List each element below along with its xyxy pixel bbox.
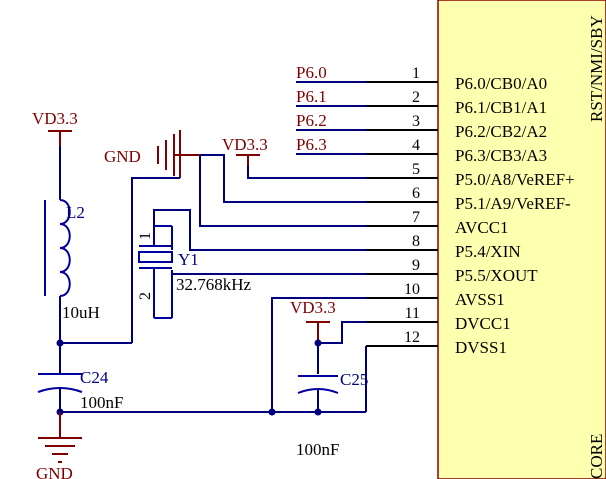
gnd-symbol-top: GND [104, 130, 200, 178]
gnd-label: GND [104, 147, 141, 166]
power-label: VD3.3 [32, 109, 78, 128]
pin-name: DVCC1 [455, 314, 511, 333]
crystal-ref: Y1 [178, 250, 199, 269]
crystal-pin1: 1 [137, 232, 154, 240]
vd33-left-power-symbol: VD3.3 [32, 109, 78, 200]
inductor-ref: L2 [66, 203, 85, 222]
pin-number: 11 [405, 305, 420, 322]
net-label: P6.2 [296, 111, 327, 130]
pin-names: P6.0/CB0/A0 P6.1/CB1/A1 P6.2/CB2/A2 P6.3… [455, 74, 575, 357]
net-label: P6.3 [296, 135, 327, 154]
crystal-pin2: 2 [137, 292, 154, 300]
pin-numbers: 1 2 3 4 5 6 7 8 9 10 11 12 [404, 65, 420, 346]
capacitor-c24: C24 100nF [37, 368, 123, 412]
vd33-right-power-symbol: VD3.3 [290, 298, 366, 374]
ic-edge-text-bottom: CORE [587, 434, 606, 479]
inductor-value: 10uH [62, 303, 100, 322]
ic-body: RST/NMI/SBY CORE [437, 0, 606, 479]
crystal-value: 32.768kHz [176, 275, 252, 294]
vd33-pin5-power-symbol: VD3.3 [222, 135, 366, 179]
avss1-wire [271, 297, 366, 412]
pin-number: 2 [412, 89, 420, 106]
pin-number: 7 [412, 209, 420, 226]
pin-name: P6.2/CB2/A2 [455, 122, 547, 141]
top-ground-wires [131, 154, 366, 343]
pin-name: AVSS1 [455, 290, 505, 309]
pin-number: 12 [404, 329, 420, 346]
pin-name: P5.0/A8/VeREF+ [455, 170, 575, 189]
pin-number: 10 [404, 281, 420, 298]
pin-number: 3 [412, 113, 420, 130]
power-label: VD3.3 [222, 135, 268, 154]
c25-ref: C25 [340, 370, 368, 389]
net-label-wires [296, 81, 366, 155]
pin-name: P6.3/CB3/A3 [455, 146, 547, 165]
ic-edge-text-top: RST/NMI/SBY [587, 15, 606, 122]
pin-name: P5.4/XIN [455, 242, 521, 261]
pin-number: 1 [412, 65, 420, 82]
pin-number: 6 [412, 185, 420, 202]
pin-name: AVCC1 [455, 218, 509, 237]
pin-name: P6.0/CB0/A0 [455, 74, 547, 93]
pin-name: P5.5/XOUT [455, 266, 538, 285]
c25-value: 100nF [296, 440, 339, 459]
pin-name: DVSS1 [455, 338, 507, 357]
c24-value: 100nF [80, 393, 123, 412]
pin-name: P5.1/A9/VeREF- [455, 194, 571, 213]
crystal-y1: 1 2 Y1 32.768kHz [137, 225, 252, 319]
pin-number: 8 [412, 233, 420, 250]
capacitor-c25: C25 100nF [296, 370, 368, 459]
crystal-wires [153, 209, 366, 275]
power-label: VD3.3 [290, 298, 336, 317]
net-labels: P6.0 P6.1 P6.2 P6.3 [296, 63, 327, 154]
net-label: P6.1 [296, 87, 327, 106]
ic-pin-lines [366, 81, 438, 347]
pin-number: 9 [412, 257, 420, 274]
gnd-label: GND [36, 464, 73, 479]
pin-name: P6.1/CB1/A1 [455, 98, 547, 117]
net-label: P6.0 [296, 63, 327, 82]
inductor-l2: L2 10uH [44, 199, 100, 322]
pin-number: 4 [412, 137, 420, 154]
pin-number: 5 [412, 161, 420, 178]
c24-ref: C24 [80, 368, 109, 387]
gnd-symbol-bottom: GND [36, 412, 82, 479]
